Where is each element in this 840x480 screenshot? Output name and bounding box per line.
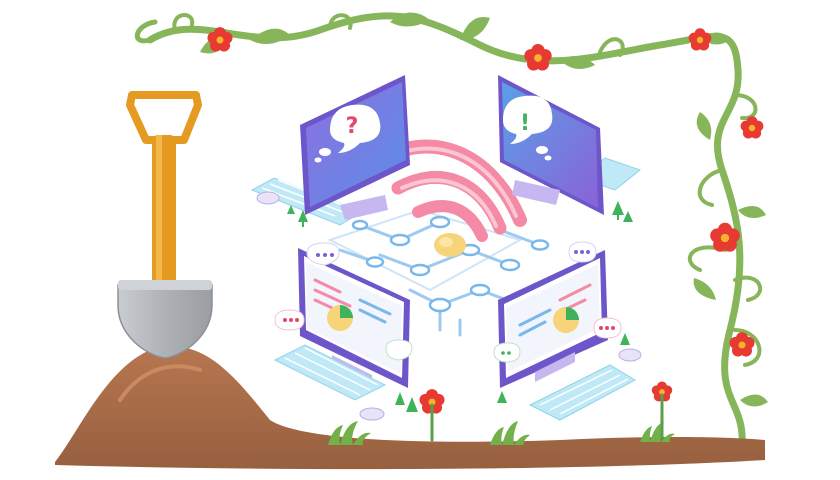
small-trees [287, 201, 633, 412]
flower-icon [710, 222, 740, 252]
flower-icon [729, 332, 755, 357]
ground-flower-stems [430, 393, 664, 442]
flower-icon [740, 116, 764, 139]
flower-icon [524, 43, 552, 71]
monitor-bottom-left [273, 242, 413, 421]
circuit-nodes [351, 215, 550, 313]
chat-bubble-icon [306, 242, 340, 266]
soil-mound [55, 346, 765, 470]
monitor-top-left: ? [250, 75, 410, 226]
monitor-bottom-right [493, 241, 642, 421]
monitor-top-right: ! [498, 75, 642, 215]
flower-icon [207, 27, 233, 52]
shovel-icon [117, 91, 213, 359]
flower-icon [688, 28, 712, 51]
vine-flowers [207, 27, 764, 414]
wifi-icon [373, 139, 527, 257]
grass-tufts [328, 421, 675, 445]
exclamation-mark-symbol: ! [520, 111, 530, 136]
question-mark-symbol: ? [346, 114, 359, 139]
